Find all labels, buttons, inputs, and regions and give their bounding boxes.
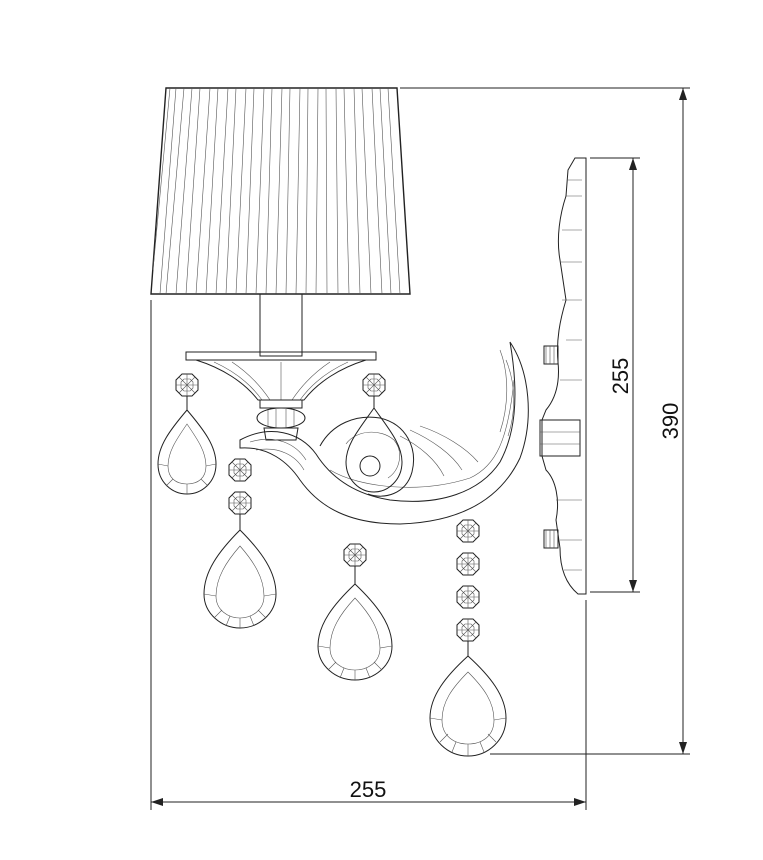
total-height-dimension-label: 390 [658, 403, 683, 440]
arrow-down-icon [679, 742, 687, 754]
crystal-drop-middle [317, 543, 393, 681]
candle-stem [259, 293, 303, 357]
dimension-total-height: 390 [400, 87, 690, 755]
arrow-right-icon [574, 798, 586, 806]
dimension-width: 255 [150, 300, 587, 810]
crystal-drop-right [429, 519, 507, 757]
bobeche-cup [185, 351, 377, 441]
scroll-arm [239, 341, 529, 525]
arrow-up-icon [629, 158, 637, 170]
arrow-down-icon [629, 580, 637, 592]
arrow-up-icon [679, 88, 687, 100]
wall-backplate [539, 157, 587, 595]
dimension-backplate-height: 255 [590, 157, 640, 593]
arrow-left-icon [151, 798, 163, 806]
crystal-drop-center-upper [345, 373, 403, 493]
crystal-drop-left [157, 373, 217, 495]
crystal-drop-arm-left [203, 458, 277, 629]
width-dimension-label: 255 [350, 777, 387, 802]
backplate-height-dimension-label: 255 [608, 358, 633, 395]
lamp-shade [150, 87, 411, 295]
